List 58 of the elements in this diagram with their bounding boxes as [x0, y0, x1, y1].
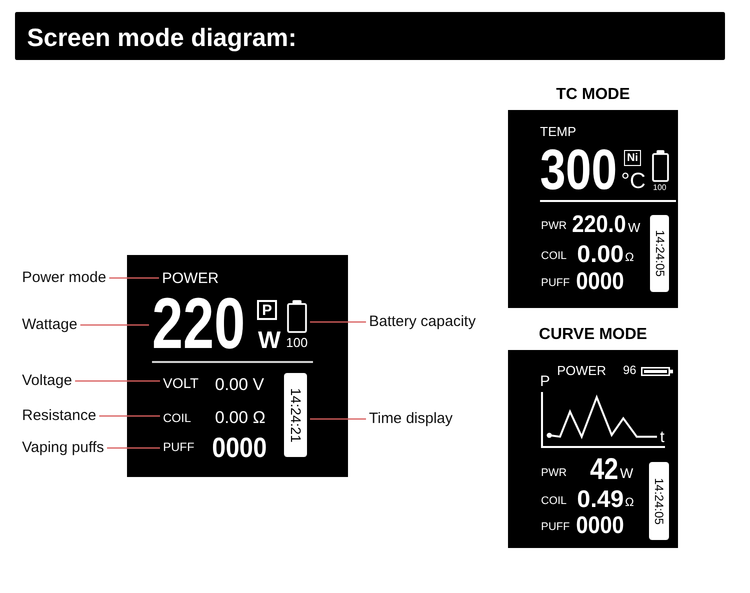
battery-percent: 100 [286, 336, 308, 350]
wattage-value: 220 [152, 297, 246, 352]
leader-line [99, 415, 160, 417]
puff-count: 0000 [576, 516, 624, 536]
field-label: COIL [541, 494, 567, 508]
screen-heading: CURVE MODE [538, 326, 648, 344]
resistance-value: 0.00 [577, 246, 624, 264]
resistance-value: 0.49 [577, 490, 624, 510]
battery-icon [287, 300, 307, 333]
mode-label: POWER [162, 270, 219, 288]
leader-line [310, 418, 366, 420]
battery-percent: 96 [623, 364, 636, 378]
material-badge: Ni [624, 150, 641, 166]
field-label: PUFF [541, 520, 570, 534]
power-value: 220.0 [572, 216, 626, 234]
mode-badge: P [257, 300, 277, 320]
unit-label: W [628, 220, 640, 236]
callout-label: Power mode [22, 269, 106, 287]
battery-percent: 100 [653, 183, 666, 193]
field-label: PUFF [541, 276, 570, 290]
callout-label: Battery capacity [369, 313, 476, 331]
voltage-value: 0.00 V [215, 375, 264, 395]
field-label: PUFF [163, 441, 194, 455]
puff-count: 0000 [212, 437, 267, 459]
field-label: PWR [541, 220, 567, 232]
field-label: COIL [163, 412, 192, 426]
callout-label: Wattage [22, 316, 78, 334]
unit-label: °C [621, 171, 646, 191]
leader-line [80, 324, 149, 326]
time-display: 14:24:05 [649, 462, 669, 540]
leader-line [107, 447, 160, 449]
temperature-value: 300 [540, 148, 618, 192]
display-screen [127, 255, 348, 477]
leader-line [75, 380, 160, 382]
mode-label: TEMP [540, 124, 576, 140]
field-label: COIL [541, 250, 567, 262]
unit-label: W [258, 332, 281, 350]
callout-label: Vaping puffs [22, 439, 104, 457]
unit-label: Ω [625, 496, 634, 510]
callout-label: Resistance [22, 407, 96, 425]
axis-label: P [540, 373, 550, 391]
time-display: 14:24:21 [284, 373, 307, 457]
leader-line [109, 277, 159, 279]
puff-count: 0000 [576, 272, 624, 292]
axis-label: t [660, 428, 664, 448]
page-title: Screen mode diagram: [27, 24, 297, 52]
leader-line [310, 321, 366, 323]
resistance-value: 0.00 Ω [215, 408, 266, 428]
callout-label: Time display [369, 410, 453, 428]
unit-label: W [620, 464, 634, 482]
field-label: PWR [541, 466, 567, 480]
time-display: 14:24:05 [650, 215, 669, 292]
unit-label: Ω [625, 251, 634, 265]
mode-label: POWER [557, 364, 606, 378]
screen-heading: TC MODE [556, 86, 630, 104]
callout-label: Voltage [22, 372, 72, 390]
field-label: VOLT [163, 374, 199, 392]
power-value: 42 [590, 458, 618, 482]
